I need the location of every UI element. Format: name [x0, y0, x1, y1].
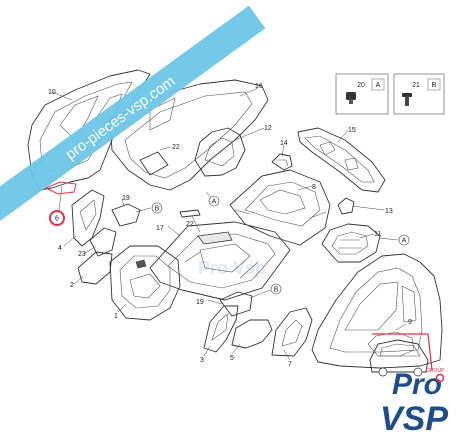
ref-marker-a-right: A — [398, 234, 410, 246]
ref-markers: B A A B — [151, 195, 410, 295]
leader-lines — [51, 87, 407, 361]
callout-3: 3 — [200, 357, 204, 364]
push-clip-icon — [346, 92, 356, 104]
diagonal-banner: pro-pieces-vsp.com — [0, 5, 266, 229]
callout-10: 10 — [48, 89, 56, 96]
part-8-rear-floor — [229, 169, 331, 246]
callout-19-lower: 19 — [196, 299, 204, 306]
legend-box-20: 20 A — [335, 73, 389, 115]
callout-17: 17 — [156, 225, 164, 232]
svg-text:B: B — [155, 206, 160, 213]
legend-box-21-letter: B — [432, 82, 437, 89]
callout-13: 13 — [385, 208, 393, 215]
part-23-bracket — [89, 227, 117, 257]
logo-line-1: Pro — [392, 368, 442, 401]
logo-accent-mark — [435, 373, 445, 383]
part-13-clip — [337, 197, 355, 215]
part-3-rocker — [203, 305, 239, 353]
callout-8: 8 — [312, 184, 316, 191]
part-11-rear-arch-lining — [321, 223, 381, 263]
legend-box-21: 21 B — [393, 73, 445, 115]
callout-numbers: 10 16 12 14 15 8 13 11 22 22 17 19 4 23 … — [48, 83, 412, 368]
callout-19-upper: 19 — [122, 195, 130, 202]
screw-icon — [402, 93, 412, 106]
callout-6: 6 — [55, 216, 59, 223]
part-2-side-member — [77, 251, 113, 285]
callout-2: 2 — [70, 282, 74, 289]
callout-16: 16 — [255, 83, 263, 90]
part-14-bracket — [271, 153, 293, 171]
callout-11: 11 — [374, 231, 381, 238]
part-4-pillar — [71, 189, 105, 247]
part-19-upper-bracket — [111, 203, 141, 227]
part-19-lower-bracket — [219, 291, 253, 317]
callout-7: 7 — [288, 361, 292, 368]
part-15-rear-crossmember — [297, 127, 386, 193]
svg-text:B: B — [274, 287, 279, 294]
callout-9: 9 — [408, 319, 412, 326]
logo-line-2: VSP — [380, 400, 448, 438]
callout-15: 15 — [348, 127, 356, 134]
legend-box-21-number: 21 — [412, 82, 420, 89]
callout-5: 5 — [230, 355, 234, 362]
part-17-central-floor — [149, 221, 291, 301]
pro-vsp-logo: Pro VSP GROUP — [380, 368, 448, 438]
callout-4: 4 — [58, 245, 62, 252]
logo-tag: GROUP — [426, 368, 445, 374]
ref-marker-b-lower: B — [270, 283, 282, 295]
part-12-wheel-arch — [194, 127, 246, 177]
center-watermark: Pro Vsp — [198, 258, 266, 278]
ref-marker-a-upper: A — [208, 195, 220, 207]
callout-12: 12 — [264, 125, 272, 132]
callout-22-lower: 22 — [186, 221, 194, 228]
inset-car-icon — [369, 333, 433, 377]
callout-23: 23 — [78, 251, 86, 258]
svg-text:Pro Vsp: Pro Vsp — [198, 258, 266, 278]
legend-box-20-number: 20 — [357, 82, 365, 89]
svg-text:A: A — [212, 199, 217, 206]
highlight-part-6[interactable]: 6 — [44, 181, 77, 226]
svg-text:A: A — [402, 238, 407, 245]
part-1-front-structure — [109, 245, 181, 321]
part-22-bar — [179, 209, 201, 218]
ref-marker-b-upper: B — [151, 202, 163, 214]
callout-1: 1 — [114, 313, 118, 320]
callout-22-upper: 22 — [172, 144, 180, 151]
part-7-inner-fender — [271, 307, 313, 357]
legend-box-20-letter: A — [376, 82, 381, 89]
part-5-arch — [231, 319, 273, 349]
callout-14: 14 — [280, 140, 288, 147]
